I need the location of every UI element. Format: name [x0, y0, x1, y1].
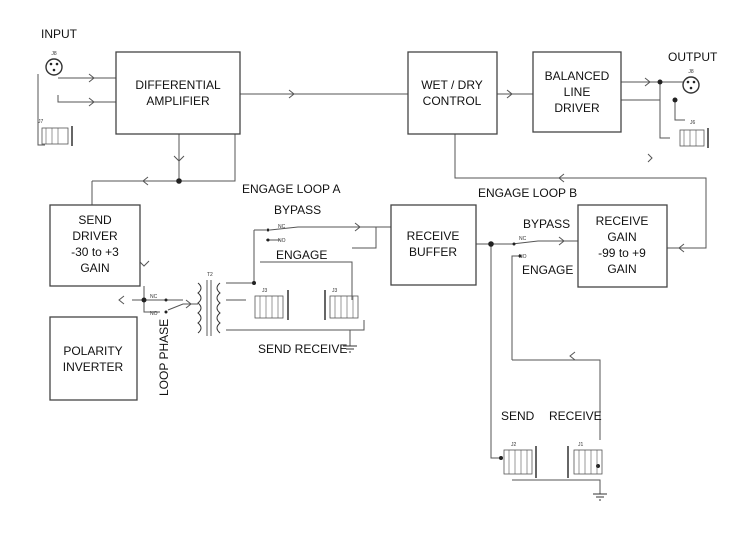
receive-gain-line-4: GAIN — [607, 262, 636, 276]
bypass-a-label: BYPASS — [274, 203, 321, 217]
block-balanced-line-driver: BALANCED LINE DRIVER — [532, 51, 622, 133]
j7-label: J7 — [38, 119, 44, 125]
j3-right-label: J3 — [332, 288, 338, 294]
block-differential-amplifier: DIFFERENTIAL AMPLIFIER — [115, 51, 241, 135]
block-polarity-inverter: POLARITY INVERTER — [49, 316, 138, 401]
engage-loop-b-label: ENGAGE LOOP B — [478, 186, 577, 200]
bypass-a-switch-icon: NC NO — [266, 224, 286, 244]
xlr-input-connector-icon: J8 — [45, 51, 63, 76]
output-label: OUTPUT — [668, 50, 718, 64]
send-driver-line-1: SEND — [78, 213, 112, 227]
t2-label: T2 — [207, 272, 213, 278]
j1-label: J1 — [578, 442, 584, 448]
bypass-b-nc-label: NC — [519, 236, 527, 242]
xlr-output-connector-icon: J8 — [682, 69, 700, 94]
receive-buffer-line-1: RECEIVE — [407, 229, 460, 243]
loop-phase-label: LOOP PHASE — [157, 319, 171, 396]
wet-dry-control-line-2: CONTROL — [423, 94, 482, 108]
balanced-line-driver-line-1: BALANCED — [545, 69, 610, 83]
input-label: INPUT — [41, 27, 78, 41]
jack-j1-icon: J1 — [567, 442, 603, 478]
j6-label: J6 — [690, 120, 696, 126]
differential-amplifier-line-1: DIFFERENTIAL — [135, 78, 221, 92]
jack-j6-icon: J6 — [679, 120, 709, 148]
wet-dry-control-line-1: WET / DRY — [421, 78, 483, 92]
polarity-inverter-line-2: INVERTER — [63, 360, 124, 374]
receive-label: RECEIVE — [549, 409, 602, 423]
block-receive-gain: RECEIVE GAIN -99 to +9 GAIN — [577, 204, 668, 288]
receive-gain-line-1: RECEIVE — [596, 214, 649, 228]
jack-j7-icon: J7 — [38, 119, 73, 146]
bypass-b-switch-icon: NC NO — [512, 236, 527, 260]
send-label: SEND — [501, 409, 535, 423]
j2-label: J2 — [511, 442, 517, 448]
ground-symbol-icon — [343, 345, 357, 353]
send-driver-line-2: DRIVER — [72, 229, 118, 243]
j3-left-label: J3 — [262, 288, 268, 294]
engage-a-label: ENGAGE — [276, 248, 327, 262]
jack-j3-receive-icon: J3 — [324, 288, 359, 320]
loop-phase-nc-label: NC — [150, 294, 158, 300]
bypass-a-nc-label: NC — [278, 224, 286, 230]
send-driver-line-4: GAIN — [80, 261, 109, 275]
bypass-b-label: BYPASS — [523, 217, 570, 231]
loop-phase-switch-icon: NC NO — [150, 294, 168, 317]
engage-b-label: ENGAGE — [522, 263, 573, 277]
receive-gain-line-2: GAIN — [607, 230, 636, 244]
wires — [37, 74, 707, 494]
receive-buffer-line-2: BUFFER — [409, 245, 457, 259]
block-receive-buffer: RECEIVE BUFFER — [390, 204, 477, 286]
bypass-a-no-label: NO — [278, 238, 286, 244]
bypass-b-no-label: NO — [519, 254, 527, 260]
j8-input-label: J8 — [51, 51, 57, 57]
transformer-t2-icon: T2 — [197, 272, 221, 336]
send-driver-line-3: -30 to +3 — [71, 245, 119, 259]
send-receive-label: SEND RECEIVE — [258, 342, 347, 356]
signal-arrows — [88, 73, 685, 361]
differential-amplifier-line-2: AMPLIFIER — [146, 94, 210, 108]
jack-j2-icon: J2 — [503, 442, 537, 478]
balanced-line-driver-line-3: DRIVER — [554, 101, 600, 115]
balanced-line-driver-line-2: LINE — [564, 85, 591, 99]
engage-loop-a-label: ENGAGE LOOP A — [242, 182, 340, 196]
loop-phase-no-label: NO — [150, 311, 158, 317]
block-wet-dry-control: WET / DRY CONTROL — [407, 51, 498, 135]
receive-gain-line-3: -99 to +9 — [598, 246, 646, 260]
ground-symbol-bottom-icon — [593, 493, 607, 501]
j8-output-label: J8 — [688, 69, 694, 75]
jack-j3-send-icon: J3 — [254, 288, 289, 320]
block-send-driver: SEND DRIVER -30 to +3 GAIN — [49, 204, 141, 287]
polarity-inverter-line-1: POLARITY — [63, 344, 122, 358]
